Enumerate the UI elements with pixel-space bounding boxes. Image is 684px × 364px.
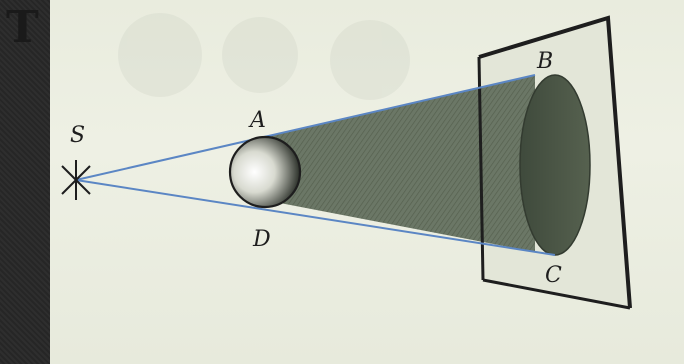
bleed-through-shapes bbox=[118, 13, 410, 100]
label-d: D bbox=[252, 227, 271, 252]
label-a: A bbox=[248, 108, 266, 133]
shadow-cone bbox=[270, 75, 590, 255]
diagram-canvas: S A D B C bbox=[50, 0, 684, 364]
shadow-diagram: S A D B C bbox=[50, 0, 684, 364]
slide-title: Т bbox=[6, 4, 50, 52]
label-s: S bbox=[70, 123, 85, 148]
label-c: C bbox=[545, 263, 562, 288]
light-source-marker bbox=[62, 160, 90, 200]
opaque-sphere bbox=[230, 137, 300, 207]
label-b: B bbox=[536, 49, 553, 74]
